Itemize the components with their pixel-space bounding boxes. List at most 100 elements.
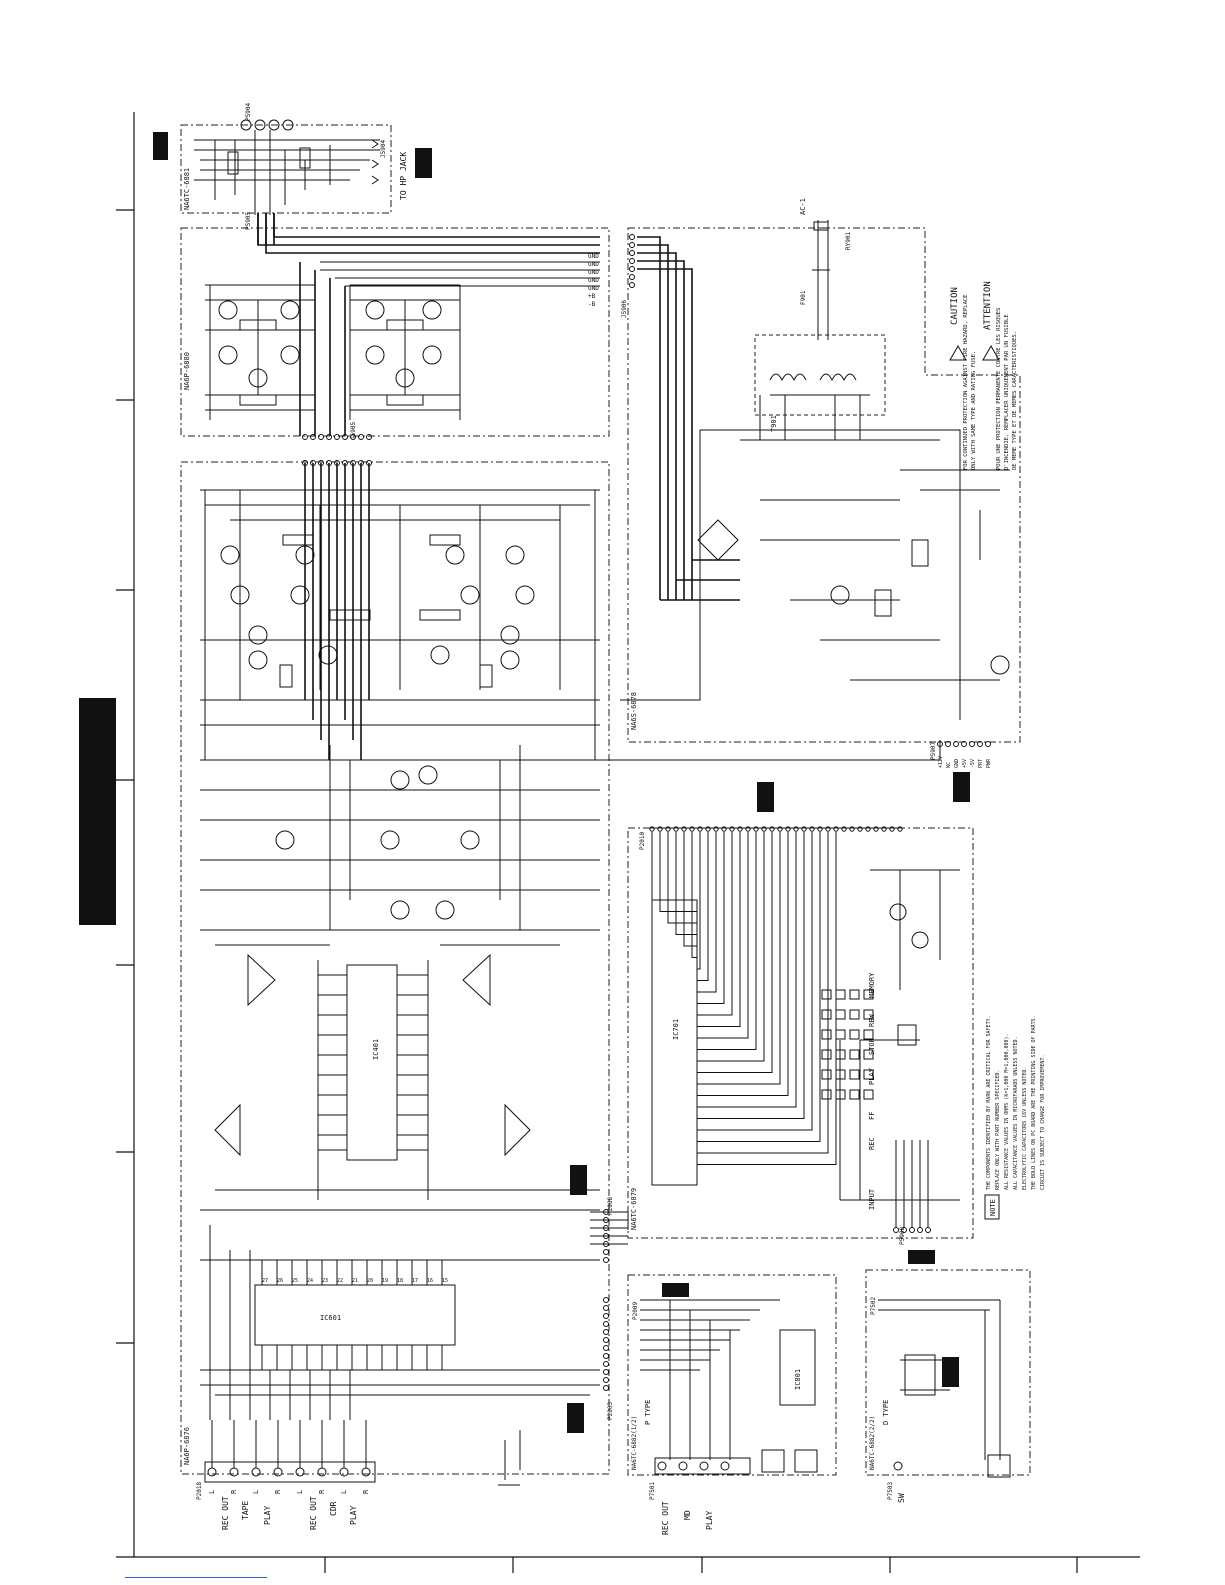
bus-line	[659, 832, 697, 912]
section-index-tab	[79, 698, 116, 925]
key-switch	[863, 1029, 874, 1040]
md-d-block-marker	[942, 1357, 959, 1387]
bus-line	[683, 832, 697, 947]
sel-pin-22: 22	[337, 1278, 343, 1284]
header-pin	[865, 826, 871, 832]
header-pin	[857, 826, 863, 832]
key-switch	[849, 989, 860, 1000]
caution-block: CAUTION FOR CONTINUED PROTECTION AGAINST…	[949, 281, 1018, 470]
header-pin	[777, 826, 783, 832]
sel-pin-21: 21	[352, 1278, 358, 1284]
bus-line	[697, 832, 709, 981]
note-line-7: CIRCUIT IS SUBJECT TO CHANGE FOR IMPROVE…	[1040, 1055, 1046, 1190]
key-switch	[835, 1029, 846, 1040]
volume-ic-label: IC401	[372, 1039, 380, 1060]
key-switch	[849, 1089, 860, 1100]
key-switch	[849, 1029, 860, 1040]
note-line-5: ELECTROLYTIC CAPACITORS 16V UNLESS NOTED…	[1022, 1067, 1028, 1190]
bus-line	[697, 832, 837, 1165]
key-switch	[863, 1089, 874, 1100]
power-amp-board: NA6P-6880 P5905 J5905	[180, 212, 610, 466]
microcontroller-body	[651, 899, 698, 1186]
headphone-board-label: NA6TC-6881	[183, 168, 191, 210]
power-supply-board: NA6S-6878 T901 AC-1 F901 RY901 +1	[620, 198, 1021, 768]
bus-line	[697, 832, 797, 1108]
header-pin	[665, 826, 671, 832]
md-rec-out-label: REC OUT	[661, 1501, 670, 1535]
d-type-label: D TYPE	[882, 1400, 890, 1425]
main-board-label: NA6P-6876	[183, 1427, 191, 1465]
bus-line	[697, 832, 757, 1050]
note-title: NOTE	[989, 1199, 997, 1216]
corner-block-marker	[153, 132, 168, 160]
main-board: NA6P-6876	[180, 461, 614, 1475]
front-panel-board: NA6TC-6879 P2010 IC701 PLAY STOP REW FF …	[627, 826, 974, 1239]
bus-line	[697, 832, 829, 1154]
header-pin	[681, 826, 687, 832]
header-pin	[713, 826, 719, 832]
jack-l-3: L	[296, 1490, 304, 1494]
note-box	[984, 1194, 1000, 1220]
cdr-play-label: PLAY	[349, 1506, 358, 1525]
md-label: MD	[683, 1510, 692, 1520]
key-switch	[835, 1069, 846, 1080]
front-bottom-block-marker	[908, 1250, 935, 1264]
rail-pin-2: GND	[588, 261, 599, 268]
md-board-d-label: NA6TC-6882(2/2)	[869, 1416, 876, 1470]
ps-pin-2: NC	[946, 762, 952, 768]
header-pin	[657, 826, 663, 832]
md-ic-label: IC801	[794, 1369, 802, 1390]
volume-ic	[346, 964, 398, 1161]
key-switch	[821, 1049, 832, 1060]
key-switch	[821, 1069, 832, 1080]
header-pin	[793, 826, 799, 832]
fuse-label: F901	[800, 290, 807, 305]
key-switch	[821, 1009, 832, 1020]
header-pin	[673, 826, 679, 832]
sel-pin-25: 25	[292, 1278, 298, 1284]
key-switch	[821, 1029, 832, 1040]
p5905-label: P5905	[245, 212, 252, 230]
bus-line	[675, 832, 697, 935]
footer-link-underline	[125, 1577, 267, 1578]
caution-line-2: ONLY WITH SAME TYPE AND RATING FUSE.	[971, 351, 977, 470]
key-switch	[849, 1009, 860, 1020]
selector-ic-label: IC601	[320, 1314, 341, 1322]
sel-pin-16: 16	[427, 1278, 433, 1284]
opamp-lower-left	[214, 1103, 241, 1157]
header-pin	[649, 826, 655, 832]
attention-line-3: DE MEME TYPE ET DE MEMES CARACTERISTIQUE…	[1012, 331, 1018, 470]
key-label-ff: FF	[868, 1112, 876, 1120]
bus-line	[697, 832, 805, 1119]
header-pin	[721, 826, 727, 832]
header-pin	[785, 826, 791, 832]
header-pin	[833, 826, 839, 832]
interboard-wiring	[590, 744, 941, 1245]
header-pin	[753, 826, 759, 832]
md-ic-body	[779, 1329, 816, 1406]
sheet-frame	[116, 112, 1140, 1573]
jack-r-1: R	[230, 1489, 238, 1494]
j5905-label: J5905	[350, 422, 357, 440]
power-amp-board-label: NA6P-6880	[183, 352, 191, 390]
header-pin	[873, 826, 879, 832]
sel-pin-15: 15	[442, 1278, 448, 1284]
caution-title: CAUTION	[950, 287, 960, 325]
p7502-label: P7502	[870, 1297, 877, 1315]
rail-pin-5: GND	[588, 285, 599, 292]
header-pin	[889, 826, 895, 832]
j5904-label: J5904	[380, 140, 387, 158]
header-pin	[705, 826, 711, 832]
header-pin	[881, 826, 887, 832]
rca-jack-row: P2018 REC OUT TAPE PLAY REC OUT CDR PLAY…	[196, 1420, 521, 1530]
key-switch	[863, 1069, 874, 1080]
j5906-label: J5906	[621, 300, 628, 318]
bus-line	[651, 832, 697, 901]
header-pin	[897, 826, 903, 832]
rail-pin-3: GND	[588, 269, 599, 276]
ps-pin-3: GND	[954, 759, 960, 768]
bus-line	[697, 832, 725, 1004]
header-pin	[769, 826, 775, 832]
front-block-marker	[757, 782, 774, 812]
bus-line	[697, 832, 717, 993]
